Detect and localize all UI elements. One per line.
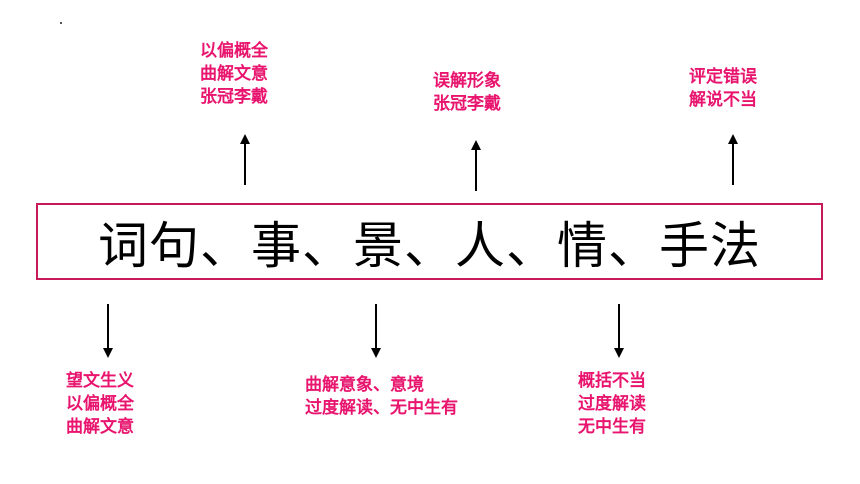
note-line: 误解形象 [433,71,501,91]
note-line: 过度解读 [578,394,646,414]
up-arrow-icon [240,134,250,185]
top-note-2: 误解形象 张冠李戴 [433,70,501,116]
note-line: 以偏概全 [200,41,268,61]
down-arrow-icon [103,304,113,358]
stray-dot [60,22,62,24]
note-line: 张冠李戴 [433,94,501,114]
down-arrow-icon [371,304,381,358]
note-line: 评定错误 [689,67,757,87]
bottom-note-3: 概括不当 过度解读 无中生有 [578,370,646,439]
note-line: 过度解读、无中生有 [305,398,458,418]
main-box: 词句、事、景、人、情、手法 [36,203,823,280]
note-line: 解说不当 [689,90,757,110]
main-text: 词句、事、景、人、情、手法 [98,216,761,275]
note-line: 望文生义 [66,371,134,391]
down-arrow-icon [614,304,624,358]
note-line: 曲解意象、意境 [305,375,424,395]
note-line: 以偏概全 [66,394,134,414]
bottom-note-1: 望文生义 以偏概全 曲解文意 [66,370,134,439]
top-note-3: 评定错误 解说不当 [689,66,757,112]
note-line: 曲解文意 [66,417,134,437]
bottom-note-2: 曲解意象、意境 过度解读、无中生有 [305,374,458,420]
top-note-1: 以偏概全 曲解文意 张冠李戴 [200,40,268,109]
note-line: 无中生有 [578,417,646,437]
up-arrow-icon [728,134,738,185]
note-line: 曲解文意 [200,64,268,84]
note-line: 张冠李戴 [200,87,268,107]
note-line: 概括不当 [578,371,646,391]
up-arrow-icon [471,140,481,191]
